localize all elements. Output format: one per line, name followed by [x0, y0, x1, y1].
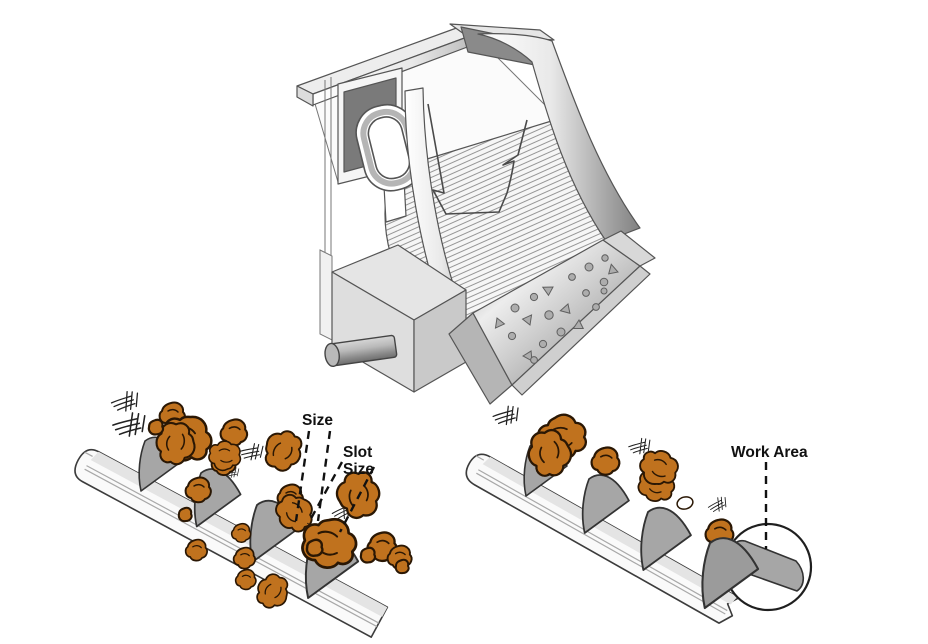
pebble	[601, 254, 609, 262]
sieve-bend-machine	[296, 23, 656, 405]
ore-particle	[147, 418, 165, 436]
ore-particle	[234, 568, 257, 591]
flow-arrow	[427, 103, 528, 215]
drain-pipe	[324, 334, 398, 368]
ore-particle	[359, 546, 377, 564]
motion-marks	[491, 404, 521, 427]
pebble	[510, 303, 520, 313]
slot-size-leader-lines	[306, 461, 376, 533]
pebble	[521, 314, 533, 326]
pebble	[599, 277, 609, 287]
wedge-wire-detail-work-area: Work Area	[465, 404, 813, 624]
discharge-particles	[494, 254, 619, 364]
ore-particle	[184, 476, 212, 504]
wedge-wire-rail	[465, 453, 740, 624]
pebble	[608, 263, 619, 275]
pebble	[559, 303, 571, 314]
pebble	[584, 262, 594, 272]
tray-bottom-lip	[511, 265, 651, 396]
ore-particle-detail	[676, 496, 694, 510]
motion-marks	[111, 411, 147, 438]
ore-particle	[590, 446, 621, 476]
ore-particle	[230, 522, 252, 543]
ore-particle	[232, 546, 256, 570]
pebble	[544, 310, 554, 320]
pebble	[541, 286, 554, 297]
ore-particle	[394, 558, 410, 575]
motion-marks	[705, 495, 729, 515]
ore-particle	[305, 538, 324, 557]
motion-marks	[109, 389, 141, 414]
tray-right-lip	[602, 230, 656, 267]
pebble	[582, 289, 590, 297]
slot-size-label-line1: Slot	[343, 444, 372, 461]
motion-marks	[239, 443, 264, 461]
pebble	[530, 356, 538, 364]
size-leader-lines	[294, 430, 332, 522]
ore-particle	[177, 506, 193, 523]
ore-particles	[147, 401, 413, 615]
size-label: Size	[302, 412, 333, 429]
ore-particle	[256, 423, 310, 478]
pebble	[568, 273, 576, 281]
pebble	[592, 303, 600, 311]
slot-size-label-line2: Size	[343, 461, 374, 478]
pebble	[556, 327, 566, 337]
feed-inlet	[355, 103, 423, 192]
wedge-wire-detail-slotting: Size Slot Size	[74, 389, 413, 638]
work-area-label: Work Area	[731, 444, 808, 461]
pebble	[507, 331, 517, 341]
base-tank	[331, 244, 467, 393]
ore-particles	[523, 410, 735, 548]
pebble	[529, 292, 539, 302]
pebble	[572, 319, 585, 329]
pebble	[538, 339, 548, 349]
pebble	[494, 317, 506, 329]
left-frame	[319, 77, 333, 341]
right-arm	[477, 33, 641, 242]
pebble	[600, 287, 608, 295]
discharge-tray	[448, 230, 656, 405]
pebble	[522, 350, 533, 362]
ore-particle	[184, 538, 208, 562]
